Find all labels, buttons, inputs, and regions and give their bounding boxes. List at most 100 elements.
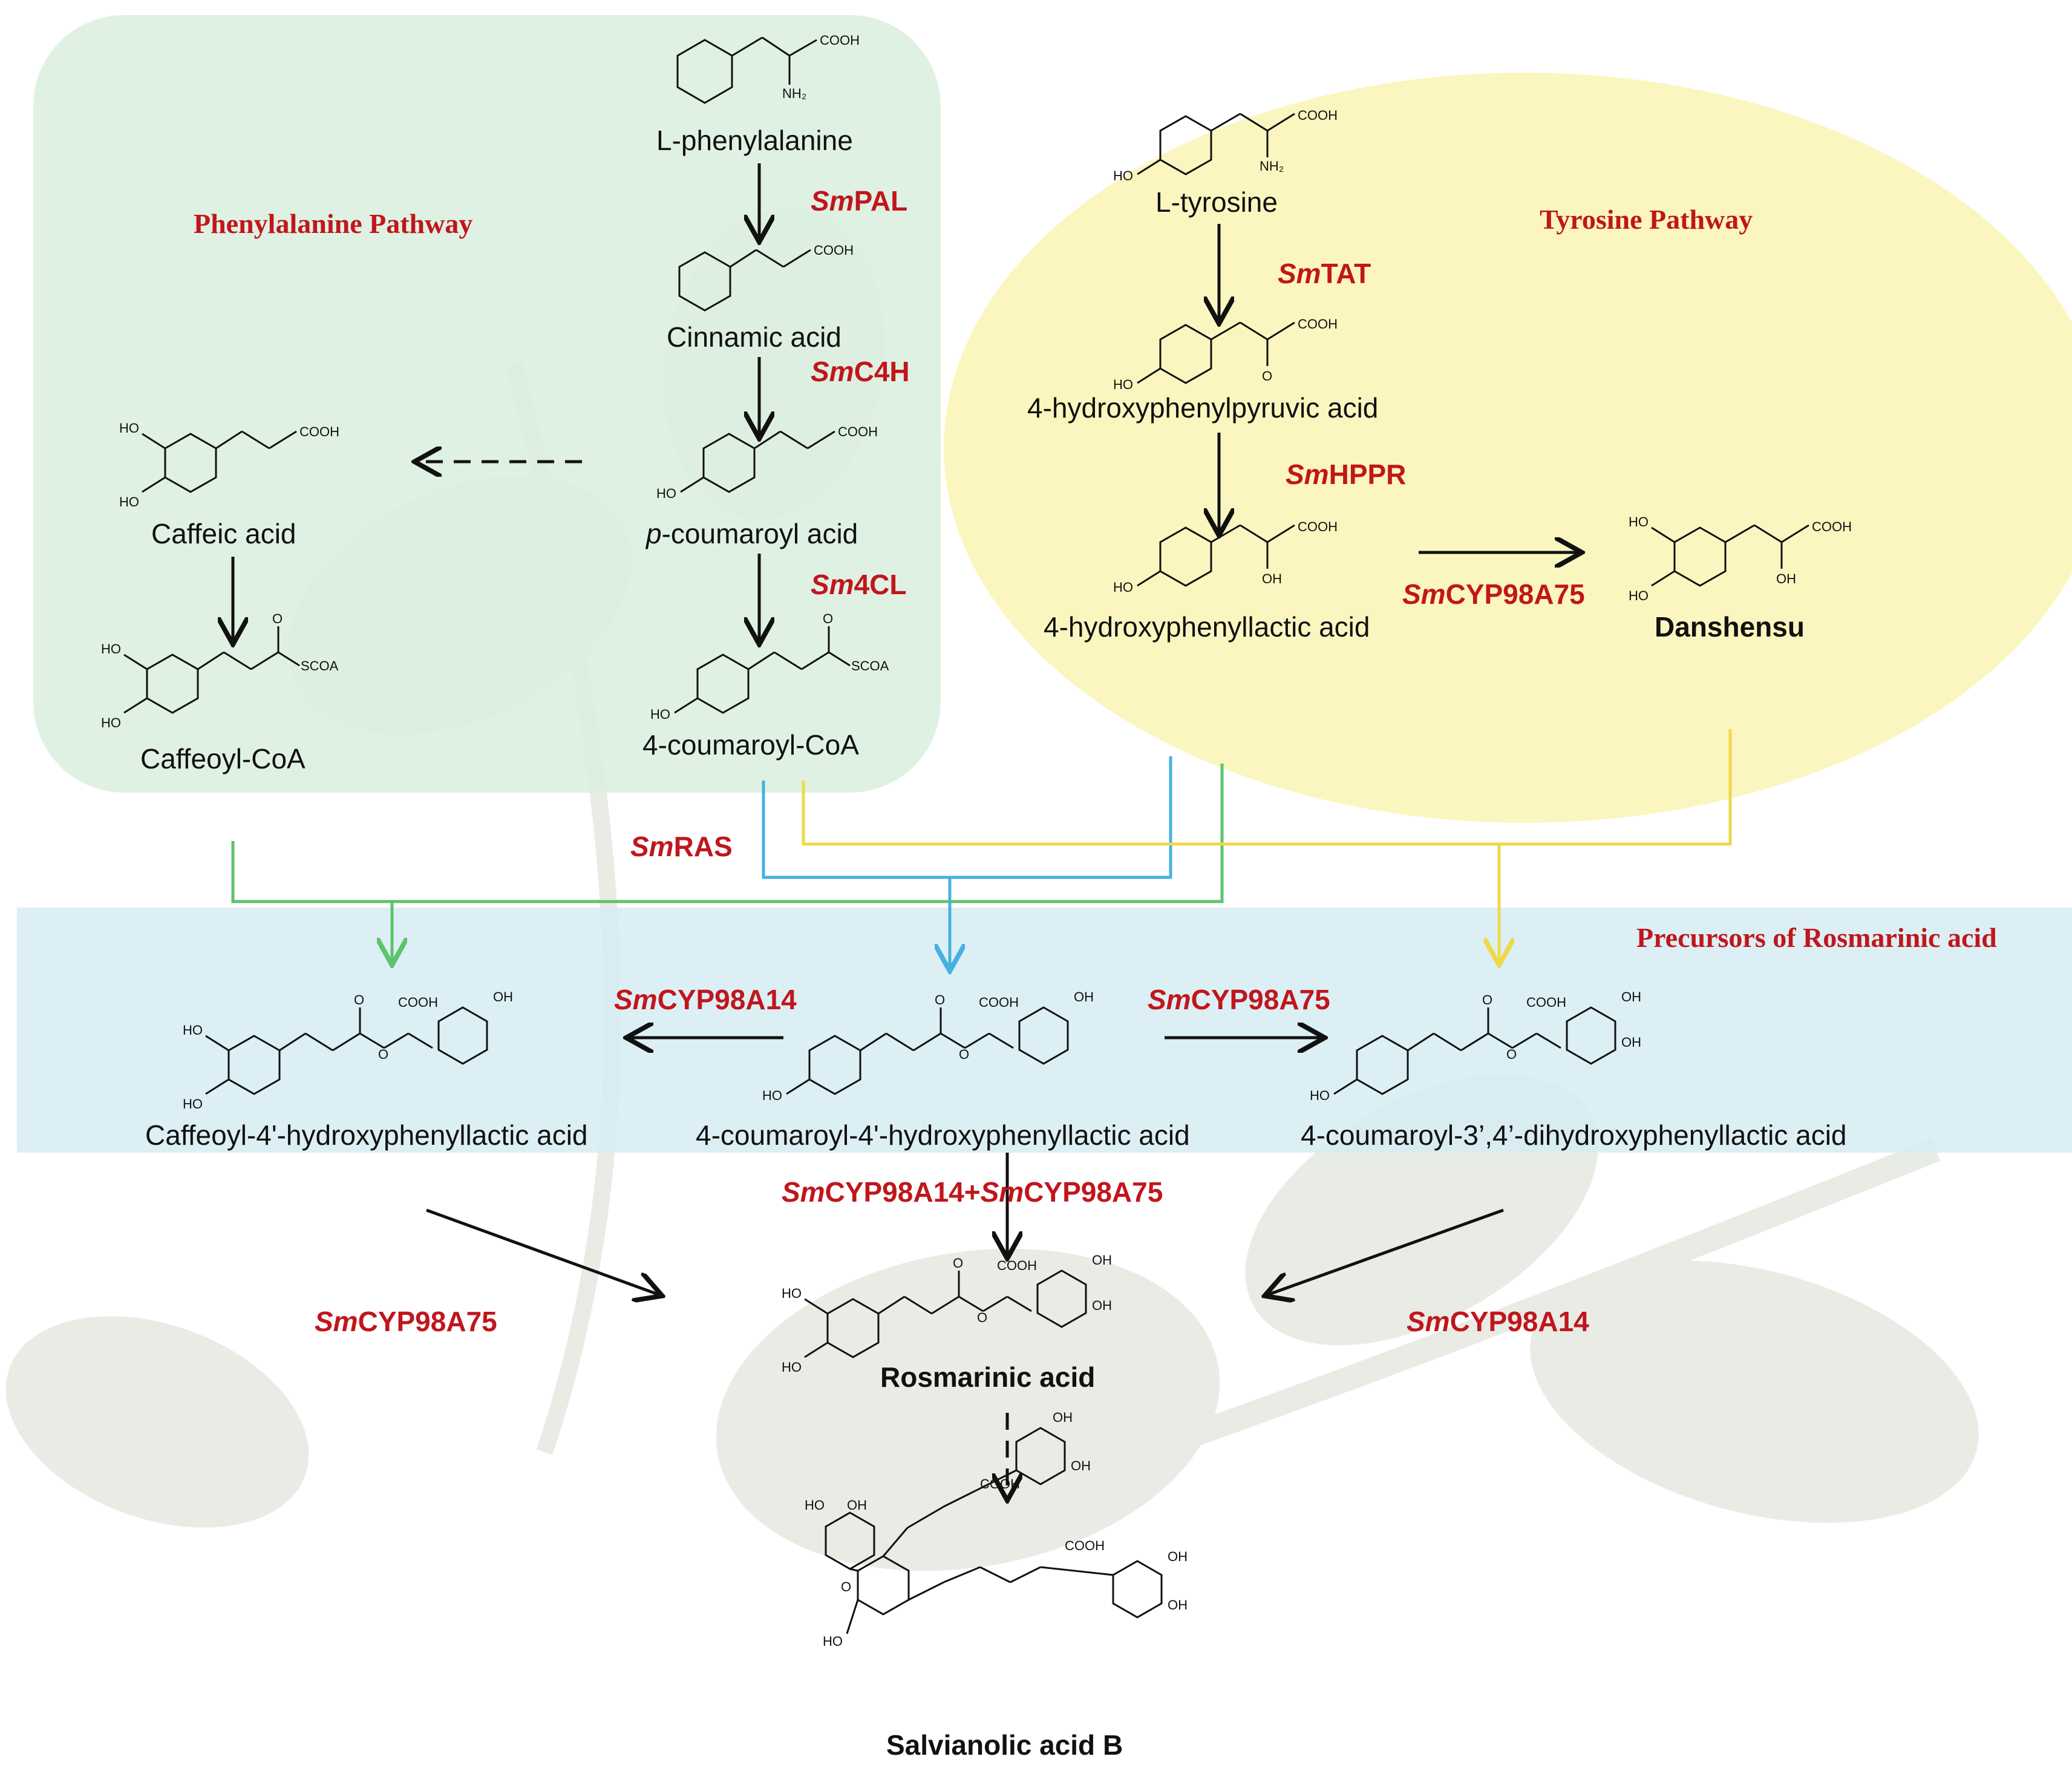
ho-label: HO: [101, 715, 121, 730]
o-label: O: [354, 992, 364, 1007]
ho-label: HO: [1113, 580, 1133, 595]
o-label: O: [977, 1310, 987, 1325]
ho-label: HO: [782, 1360, 802, 1375]
cooh-label: COOH: [838, 424, 878, 439]
oh-label: OH: [1621, 989, 1641, 1004]
ho-label: HO: [762, 1088, 782, 1103]
l-tyrosine-structure: COOH NH₂ HO: [1113, 108, 1338, 183]
hppa-structure: COOH O HO: [1113, 316, 1338, 392]
enzyme-cyp98a75-lower: SmCYP98A75: [315, 1306, 497, 1337]
o-label: O: [959, 1047, 969, 1062]
tyrosine-pathway-title: Tyrosine Pathway: [1540, 204, 1753, 235]
coumaroyl-dhpla-label: 4-coumaroyl-3’,4’-dihydroxyphenyllactic …: [1301, 1119, 1847, 1151]
ho-label: HO: [1113, 168, 1133, 183]
cooh-label: COOH: [1526, 995, 1566, 1010]
cooh-label: COOH: [299, 424, 339, 439]
scoa-label: SCOA: [851, 658, 889, 673]
caffeoyl-coa-structure: O SCOA HO HO: [101, 611, 339, 730]
enzyme-cyp98a75-right: SmCYP98A75: [1148, 984, 1330, 1015]
p-prefix: p: [645, 518, 662, 549]
ho-label: HO: [656, 486, 676, 501]
cooh-label: COOH: [398, 995, 438, 1010]
caffeic-acid-structure: COOH HO HO: [119, 421, 339, 509]
ho-label: HO: [101, 641, 121, 656]
green-connector: [231, 764, 1224, 903]
hppa-label: 4-hydroxyphenylpyruvic acid: [1027, 392, 1378, 424]
o-label: O: [272, 611, 283, 626]
o-label: O: [1506, 1047, 1517, 1062]
ho-label: HO: [805, 1498, 825, 1513]
oh-label: OH: [1776, 571, 1796, 586]
enzyme-cyp98a75-danshensu: SmCYP98A75: [1402, 578, 1585, 610]
l-phenylalanine-structure: COOH NH₂: [676, 33, 860, 104]
scoa-label: SCOA: [301, 658, 339, 673]
ho-label: HO: [119, 494, 139, 509]
cooh-label: COOH: [820, 33, 860, 48]
coumaroyl-dhpla-structure: O O COOH OH OH HO: [1310, 989, 1641, 1103]
enzyme-cyp98a14-lower: SmCYP98A14: [1407, 1306, 1589, 1337]
nh2-label: NH₂: [1260, 159, 1284, 174]
oh-label: OH: [847, 1498, 867, 1513]
danshensu-label: Danshensu: [1655, 611, 1805, 643]
o-label: O: [841, 1579, 851, 1594]
ho-label: HO: [1629, 514, 1649, 529]
coumaroyl-hpla-label: 4-coumaroyl-4'-hydroxyphenyllactic acid: [696, 1119, 1190, 1151]
cooh-label: COOH: [814, 243, 854, 258]
arrow-to-rosmarinic-left: [426, 1208, 659, 1295]
ho-label: HO: [823, 1634, 843, 1649]
cinnamic-acid-label: Cinnamic acid: [667, 321, 842, 353]
cooh-label: COOH: [979, 995, 1019, 1010]
oh-label: OH: [1262, 571, 1282, 586]
yellow-connector: [802, 729, 1732, 846]
nh2-label: NH₂: [782, 86, 806, 101]
o-label: O: [953, 1256, 963, 1271]
phenylalanine-region-bg: [33, 15, 941, 793]
phenylalanine-pathway-title: Phenylalanine Pathway: [194, 208, 472, 239]
oh-label: OH: [1092, 1298, 1112, 1313]
cooh-label: COOH: [997, 1258, 1037, 1273]
p-coumaroyl-acid-structure: COOH HO: [656, 424, 878, 501]
p-coumaroyl-rest: -coumaroyl acid: [662, 518, 858, 549]
cooh-label: COOH: [1298, 316, 1338, 332]
enzyme-4cl: Sm4CL: [811, 569, 907, 600]
4-coumaroyl-coa-structure: O SCOA HO: [650, 611, 889, 722]
oh-label: OH: [1168, 1597, 1188, 1612]
enzyme-hppr: SmHPPR: [1286, 459, 1406, 490]
oh-label: OH: [1071, 1458, 1091, 1473]
ho-label: HO: [119, 421, 139, 436]
enzyme-cyp98a14-left: SmCYP98A14: [614, 984, 797, 1015]
ho-label: HO: [183, 1096, 203, 1112]
cooh-label: COOH: [980, 1476, 1020, 1491]
o-label: O: [1262, 368, 1272, 384]
cooh-label: COOH: [1065, 1538, 1105, 1553]
blue-connector: [762, 756, 1172, 879]
caffeoyl-hpla-structure: O O COOH OH HO HO: [183, 989, 513, 1112]
oh-label: OH: [493, 989, 513, 1004]
cooh-label: COOH: [1812, 519, 1852, 534]
o-label: O: [935, 992, 945, 1007]
cooh-label: COOH: [1298, 519, 1338, 534]
oh-label: OH: [1621, 1035, 1641, 1050]
ho-label: HO: [183, 1023, 203, 1038]
cinnamic-acid-structure: COOH: [678, 243, 854, 312]
rosmarinic-acid-structure: O O COOH OH OH HO HO: [782, 1252, 1112, 1375]
ho-label: HO: [1310, 1088, 1330, 1103]
enzyme-pal: SmPAL: [811, 185, 907, 217]
rosmarinic-acid-label: Rosmarinic acid: [880, 1361, 1095, 1393]
danshensu-structure: COOH OH HO HO: [1629, 514, 1852, 603]
salvianolic-acid-b-label: Salvianolic acid B: [886, 1729, 1123, 1761]
coumaroyl-hpla-structure: O O COOH OH HO: [762, 989, 1094, 1103]
salvianolic-acid-b-structure: OH OH COOH COOH OH OH HO OH O HO: [805, 1410, 1188, 1649]
enzyme-c4h: SmC4H: [811, 356, 910, 387]
caffeoyl-coa-label: Caffeoyl-CoA: [140, 743, 306, 774]
oh-label: OH: [1053, 1410, 1073, 1425]
o-label: O: [823, 611, 833, 626]
ho-label: HO: [1629, 588, 1649, 603]
tyrosine-region-bg: [944, 73, 2072, 823]
l-tyrosine-label: L-tyrosine: [1155, 186, 1278, 218]
caffeoyl-hpla-label: Caffeoyl-4'-hydroxyphenyllactic acid: [145, 1119, 588, 1151]
l-phenylalanine-label: L-phenylalanine: [656, 125, 853, 156]
caffeic-acid-label: Caffeic acid: [151, 518, 296, 549]
enzyme-ras: SmRAS: [630, 831, 733, 862]
